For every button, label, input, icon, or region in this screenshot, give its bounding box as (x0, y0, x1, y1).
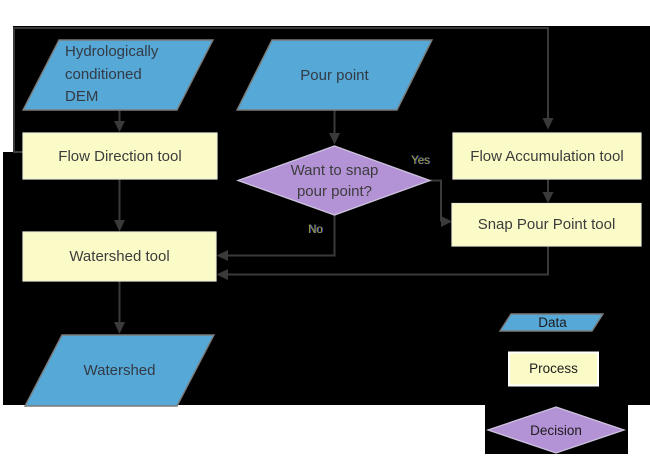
watershed-tool-shape (22, 231, 217, 282)
edge-snap-pour-point-to-watershed-tool (216, 246, 549, 280)
dem-shape (21, 39, 215, 111)
decision-shape (236, 145, 432, 216)
watershed-shape (23, 334, 216, 407)
edge-decision-no-to-watershed-tool (216, 215, 336, 261)
edge-watershed-tool-to-watershed (114, 281, 125, 334)
snap-pour-point-shape (451, 202, 642, 247)
edge-flow-direction-to-watershed-tool (114, 179, 125, 232)
legend-decision-shape (485, 406, 627, 454)
edge-flow-accumulation-to-snap-pour-point (542, 179, 554, 203)
legend-data-shape (498, 313, 605, 332)
flow-direction-shape (22, 132, 218, 180)
edge-decision-yes-to-snap-pour-point (430, 179, 452, 227)
edge-dem-to-flow-direction (114, 110, 125, 132)
edge-flow-direction-to-flow-accumulation (13, 27, 554, 153)
pour-point-shape (235, 39, 434, 111)
legend-process-shape (508, 351, 599, 387)
flow-accumulation-shape (452, 132, 642, 180)
edge-pour-point-to-decision (329, 110, 340, 145)
diagram-canvas-left-edge (3, 152, 13, 405)
